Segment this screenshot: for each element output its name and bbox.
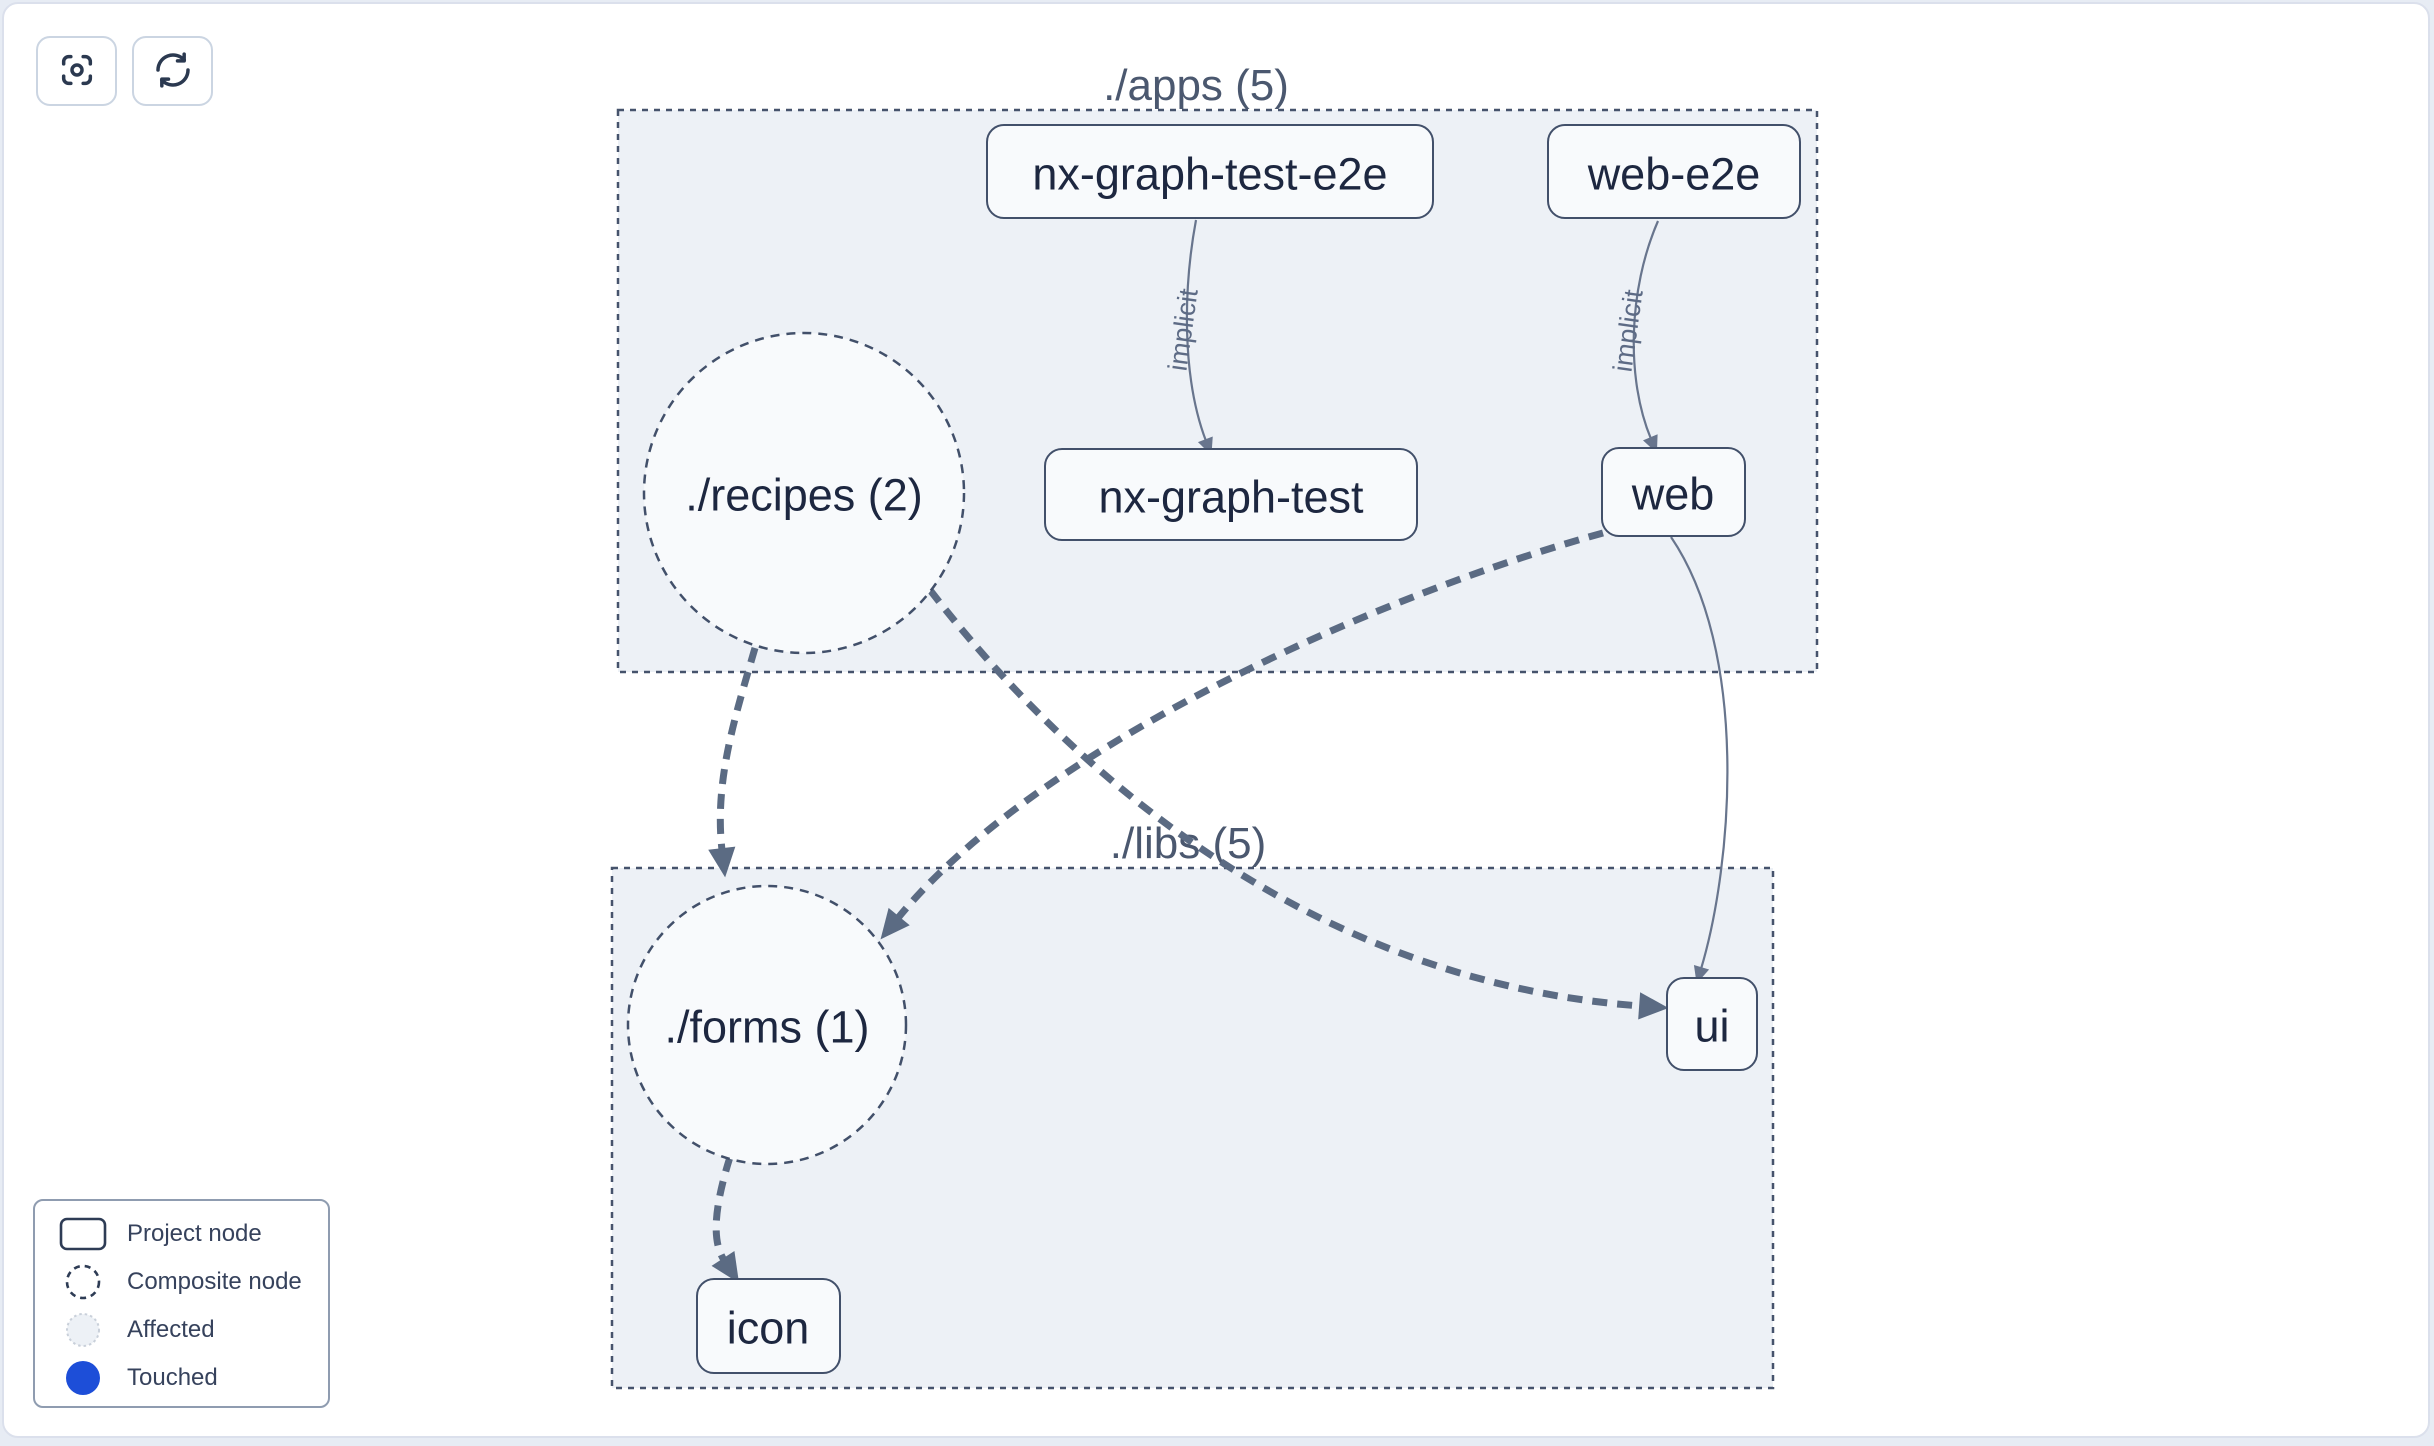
composite-circle-forms[interactable] bbox=[626, 884, 908, 1166]
legend: Project node Composite node Affected Tou… bbox=[33, 1199, 330, 1408]
refresh-button[interactable] bbox=[132, 36, 213, 106]
edge-recipes-to-ui[interactable] bbox=[927, 587, 1669, 1020]
node-rect-nx-graph-test-e2e[interactable] bbox=[986, 124, 1434, 219]
focus-crosshair-icon bbox=[57, 50, 97, 93]
node-label-nx-graph-test-e2e: nx-graph-test-e2e bbox=[1032, 149, 1387, 200]
edge-recipes-to-forms[interactable] bbox=[708, 647, 759, 878]
focus-button[interactable] bbox=[36, 36, 117, 106]
node-recipes-composite[interactable]: ./recipes (2) bbox=[642, 331, 966, 655]
node-ui[interactable]: ui bbox=[1666, 977, 1758, 1071]
legend-label: Composite node bbox=[127, 1268, 302, 1295]
node-nx-graph-test[interactable]: nx-graph-test bbox=[1044, 448, 1418, 541]
node-rect-nx-graph-test[interactable] bbox=[1044, 448, 1418, 541]
legend-label: Affected bbox=[127, 1316, 215, 1343]
node-label-icon: icon bbox=[727, 1303, 810, 1354]
node-rect-web[interactable] bbox=[1601, 447, 1746, 537]
edge-web-to-ui[interactable] bbox=[1670, 536, 1729, 984]
legend-label: Project node bbox=[127, 1220, 262, 1247]
project-node-swatch-icon bbox=[57, 1217, 109, 1251]
edge-web-to-forms[interactable] bbox=[880, 529, 1604, 940]
node-label-nx-graph-test: nx-graph-test bbox=[1098, 472, 1364, 523]
legend-item-composite-node: Composite node bbox=[57, 1258, 328, 1306]
legend-label: Touched bbox=[127, 1364, 218, 1391]
node-label-ui: ui bbox=[1694, 1001, 1729, 1052]
node-label-recipes: ./recipes (2) bbox=[685, 470, 923, 521]
toolbar bbox=[36, 36, 213, 106]
node-forms-composite[interactable]: ./forms (1) bbox=[626, 884, 908, 1166]
composite-circle-recipes[interactable] bbox=[642, 331, 966, 655]
node-nx-graph-test-e2e[interactable]: nx-graph-test-e2e bbox=[986, 124, 1434, 219]
affected-swatch-icon bbox=[57, 1311, 109, 1349]
node-web[interactable]: web bbox=[1601, 447, 1746, 537]
edge-nx-graph-test-e2e-to-nx-graph-test[interactable] bbox=[1185, 219, 1213, 456]
edge-forms-to-icon[interactable] bbox=[711, 1155, 740, 1284]
composite-node-swatch-icon bbox=[57, 1263, 109, 1301]
node-label-forms: ./forms (1) bbox=[664, 1002, 869, 1053]
legend-item-affected: Affected bbox=[57, 1306, 328, 1354]
refresh-icon bbox=[153, 50, 193, 93]
node-label-web: web bbox=[1631, 469, 1715, 520]
legend-item-project-node: Project node bbox=[57, 1210, 328, 1258]
edge-web-e2e-to-web[interactable] bbox=[1632, 220, 1660, 454]
node-web-e2e[interactable]: web-e2e bbox=[1547, 124, 1801, 219]
node-label-web-e2e: web-e2e bbox=[1587, 149, 1761, 200]
touched-swatch-icon bbox=[57, 1359, 109, 1397]
node-rect-ui[interactable] bbox=[1666, 977, 1758, 1071]
cluster-apps-title: ./apps (5) bbox=[1103, 61, 1289, 110]
node-rect-web-e2e[interactable] bbox=[1547, 124, 1801, 219]
legend-item-touched: Touched bbox=[57, 1354, 328, 1402]
node-rect-icon[interactable] bbox=[696, 1278, 841, 1374]
node-icon[interactable]: icon bbox=[696, 1278, 841, 1374]
